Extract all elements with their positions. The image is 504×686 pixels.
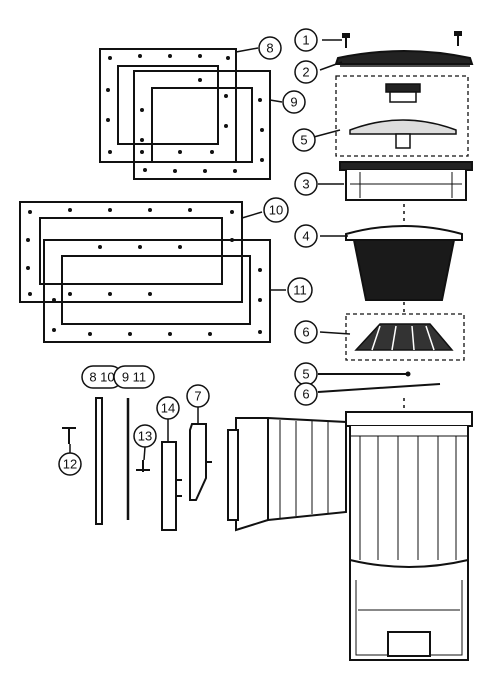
callout-8-10: 8 10 [89,370,114,385]
leader-10 [241,211,263,219]
part-7 [189,423,212,501]
strip-8-10 [95,397,103,525]
weir-6 [354,323,454,351]
callout-9: 9 [290,95,297,110]
rod-5-end [405,371,411,377]
callout-1: 1 [302,33,309,48]
callout-6: 6 [302,325,309,340]
callout-7: 7 [194,389,201,404]
callout-6b: 6 [302,387,309,402]
callout-14: 14 [161,401,175,416]
callout-5: 5 [300,133,307,148]
skimmer-body [227,411,473,661]
assembly-box-6 [345,313,465,361]
callout-11: 11 [293,283,307,298]
leader-9 [269,99,283,103]
part-14 [161,441,182,531]
screw-13 [136,460,150,472]
screws-1 [342,31,462,48]
callout-9-11: 9 11 [122,370,146,385]
lid-2 [334,50,474,67]
leader-2 [319,61,343,71]
leader-6 [319,331,351,335]
valve-5 [349,83,457,149]
screw-12 [62,427,76,444]
basket-4 [345,225,463,301]
callout-5b: 5 [302,367,309,382]
gasket-holes-small [106,54,264,173]
ring-3 [339,161,473,201]
leader-8 [235,47,259,53]
gasket-holes-large [26,208,262,336]
callout-2: 2 [302,65,309,80]
callout-12: 12 [63,457,77,472]
callout-10: 10 [269,203,283,218]
assembly-box-5 [335,75,469,157]
callout-3: 3 [302,177,309,192]
gasket-8 [99,48,237,163]
callout-8: 8 [266,41,273,56]
gasket-10 [19,201,243,303]
leader-13 [143,446,146,461]
gasket-11 [43,239,271,343]
callout-4: 4 [302,229,309,244]
gasket-9 [133,70,271,180]
rod-6 [317,383,441,393]
callout-13: 13 [138,429,152,444]
